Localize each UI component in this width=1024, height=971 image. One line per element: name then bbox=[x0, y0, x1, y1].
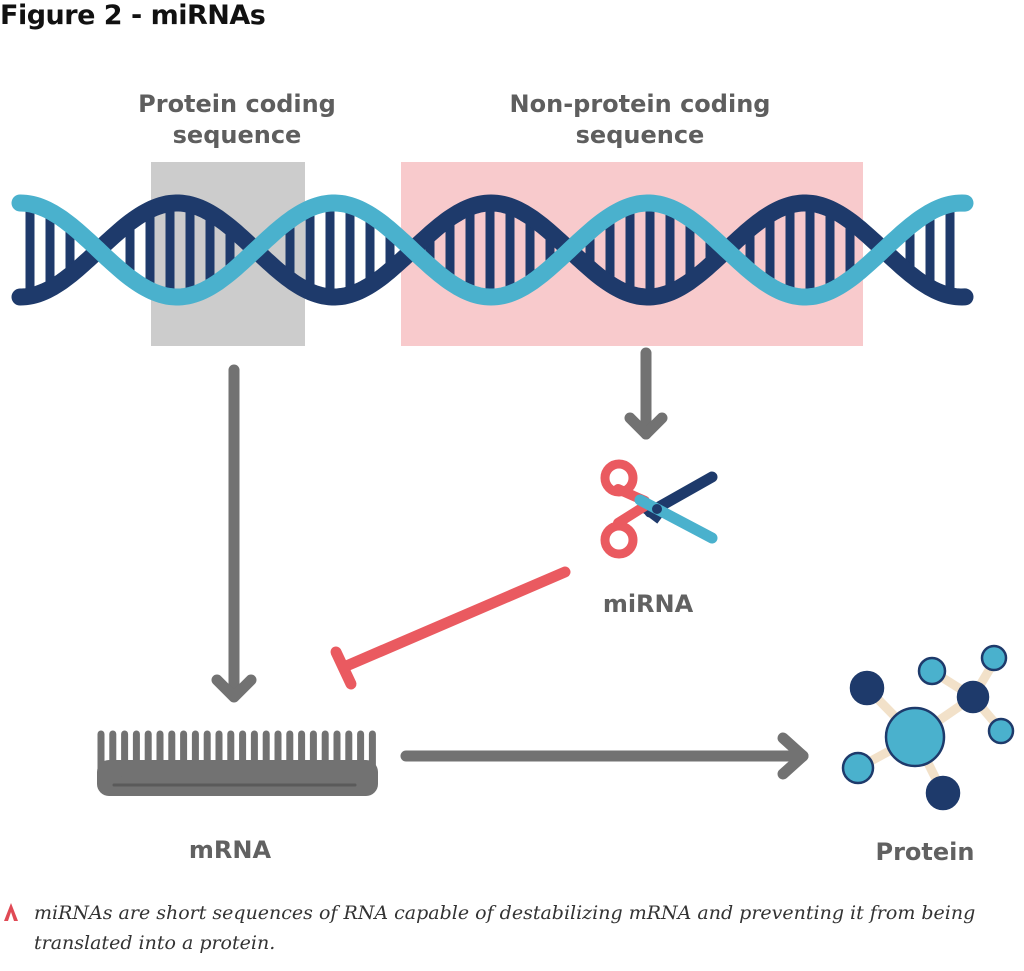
mrna-strands bbox=[97, 730, 376, 779]
figure-caption: miRNAs are short sequences of RNA capabl… bbox=[34, 902, 976, 954]
inhibition-mirna-to-mrna bbox=[330, 566, 571, 690]
mrna-comb-icon bbox=[97, 730, 378, 796]
arrow-non-coding-to-mirna bbox=[624, 347, 668, 440]
non-protein-coding-label-line2: sequence bbox=[575, 121, 705, 149]
molecule-icon bbox=[841, 644, 1015, 811]
dna-strand-dark bbox=[11, 194, 974, 306]
figure-title: Figure 2 - miRNAs bbox=[0, 0, 266, 31]
arrow-mrna-to-protein bbox=[400, 732, 809, 780]
dna-strand-light bbox=[11, 194, 974, 306]
mrna-label: mRNA bbox=[188, 836, 272, 864]
protein-label: Protein bbox=[875, 838, 975, 866]
non-protein-coding-label: Non-protein coding sequence bbox=[470, 89, 810, 151]
protein-coding-label-line2: sequence bbox=[172, 121, 302, 149]
dna-base-pairs bbox=[25, 203, 955, 297]
scissors-icon bbox=[600, 459, 718, 559]
non-protein-coding-label-line1: Non-protein coding bbox=[509, 90, 771, 118]
caption-marker-icon bbox=[4, 903, 18, 921]
protein-coding-label-line1: Protein coding bbox=[138, 90, 336, 118]
arrow-protein-coding-to-mrna bbox=[211, 364, 257, 703]
mirna-label: miRNA bbox=[602, 590, 694, 618]
protein-coding-label: Protein coding sequence bbox=[107, 89, 367, 151]
dna-helix-icon bbox=[11, 194, 974, 306]
